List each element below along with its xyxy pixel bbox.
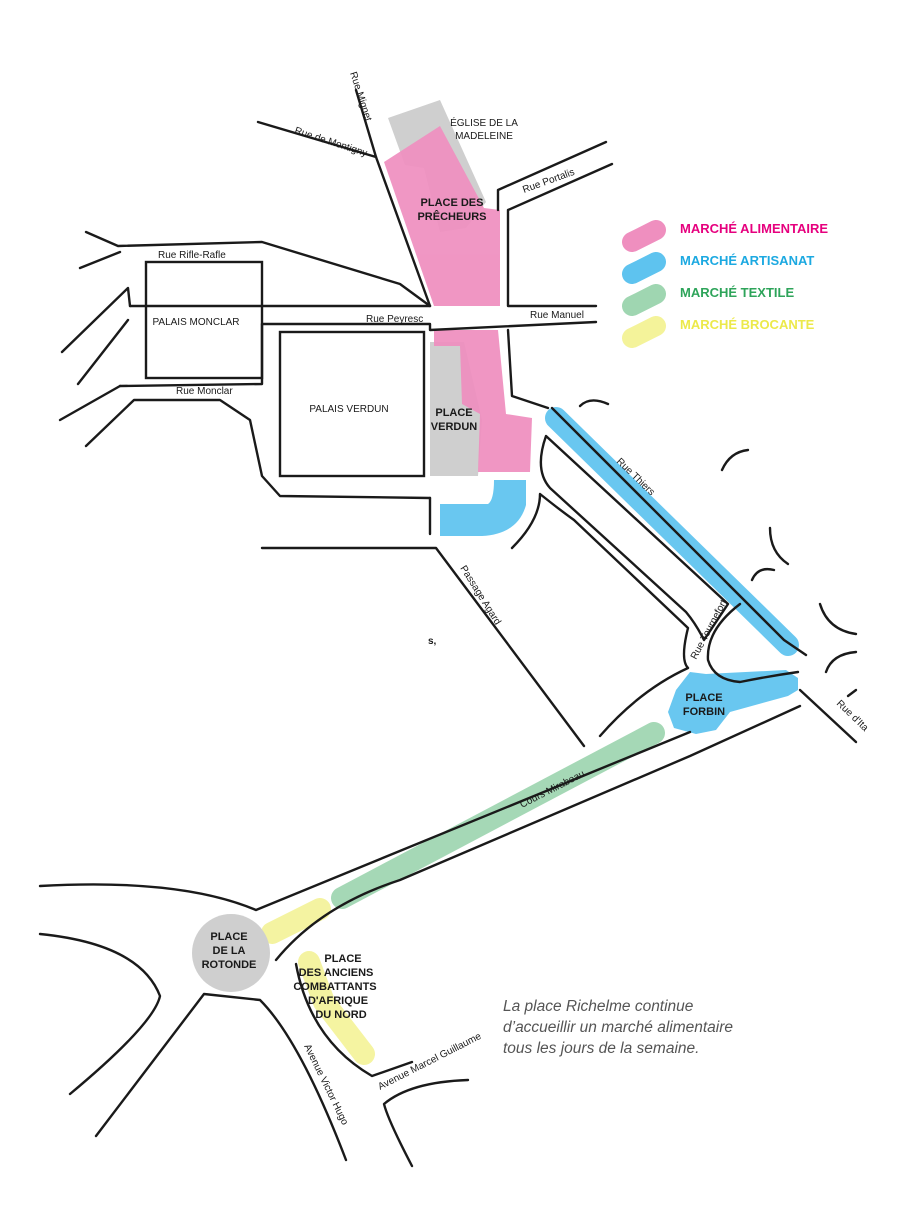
street-west-diag-2 <box>76 318 130 386</box>
note-line-2: d’accueillir un marché alimentaire <box>503 1019 734 1036</box>
zone-artisanat-rue-thiers <box>545 407 799 656</box>
street-central-block <box>510 492 690 738</box>
label-place-rotonde-1: PLACE <box>210 931 247 943</box>
zone-alimentaire-precheurs <box>384 126 500 306</box>
legend-swatch-artisanat <box>622 252 666 284</box>
street-thiers-curl-3 <box>768 526 790 566</box>
label-rue-italie: Rue d'Ita <box>834 698 871 734</box>
street-thiers-curl-4 <box>750 567 776 582</box>
street-west-diag-1 <box>60 286 132 354</box>
label-rue-manuel: Rue Manuel <box>530 310 584 321</box>
zone-brocante-anciens-combattants <box>298 951 375 1065</box>
street-east-curl-3 <box>846 688 858 698</box>
street-peyresc-south <box>260 320 598 332</box>
street-verdun-east <box>506 328 550 410</box>
label-rue-rifle-rafle: Rue Rifle-Rafle <box>158 250 226 261</box>
market-zones <box>261 126 799 1065</box>
stray-mark: s, <box>428 636 437 647</box>
label-place-precheurs-2: PRÊCHEURS <box>417 210 486 223</box>
legend-swatch-brocante <box>622 316 666 348</box>
label-place-anciens-3: COMBATTANTS <box>293 981 376 993</box>
legend-item-alimentaire: MARCHÉ ALIMENTAIRE <box>622 220 828 252</box>
street-italie <box>798 688 858 744</box>
label-place-verdun-1: PLACE <box>435 407 472 419</box>
legend: MARCHÉ ALIMENTAIRE MARCHÉ ARTISANAT MARC… <box>622 220 828 348</box>
street-thiers-curl-2 <box>720 448 750 472</box>
rotonde-circle <box>192 914 270 992</box>
zone-alimentaire-verdun <box>434 330 532 472</box>
street-rotonde-west <box>38 932 162 1096</box>
street-marcel-guillaume <box>382 1078 470 1168</box>
label-rue-mignet: Rue Mignet <box>347 71 373 123</box>
street-monclar-south <box>84 398 432 500</box>
zone-artisanat-place <box>440 480 526 536</box>
legend-label-alimentaire: MARCHÉ ALIMENTAIRE <box>680 221 828 236</box>
street-monclar-north <box>118 322 264 388</box>
street-east-curl-1 <box>818 602 858 636</box>
label-place-precheurs-1: PLACE DES <box>421 197 484 209</box>
legend-label-brocante: MARCHÉ BROCANTE <box>680 317 815 332</box>
label-rue-peyresc: Rue Peyresc <box>366 314 423 325</box>
label-passage-agard: Passage Agard <box>457 564 502 627</box>
palais-verdun-building <box>278 330 426 478</box>
street-west-upper <box>78 250 122 270</box>
street-monclar-west <box>58 384 122 422</box>
street-block-west-edge <box>374 155 432 308</box>
zone-textile-cours-mirabeau <box>331 722 665 909</box>
richelme-note: La place Richelme continue d’accueillir … <box>503 996 803 1059</box>
place-labels: PLACE DES PRÊCHEURS PLACE VERDUN PLACE F… <box>202 197 726 1021</box>
label-place-anciens-1: PLACE <box>324 953 361 965</box>
label-place-rotonde-3: ROTONDE <box>202 959 257 971</box>
street-thiers-west <box>550 406 808 657</box>
note-line-1: La place Richelme continue <box>503 998 694 1015</box>
label-rue-monclar: Rue Monclar <box>176 386 233 397</box>
label-rue-montigny: Rue de Montigny <box>293 125 368 159</box>
zone-artisanat-forbin <box>668 670 798 734</box>
legend-swatch-textile <box>622 284 666 316</box>
label-place-forbin-1: PLACE <box>685 692 722 704</box>
label-eglise-line2: MADELEINE <box>455 131 513 142</box>
street-rifle-rafle <box>84 230 432 308</box>
streets-network <box>38 88 858 1168</box>
label-place-verdun-2: VERDUN <box>431 421 478 433</box>
zone-brocante-rotonde <box>261 898 331 944</box>
label-place-anciens-4: D'AFRIQUE <box>308 995 368 1007</box>
legend-label-textile: MARCHÉ TEXTILE <box>680 285 794 300</box>
label-palais-monclar: PALAIS MONCLAR <box>152 317 239 328</box>
street-victor-hugo-west <box>94 992 348 1162</box>
street-victor-hugo-east <box>294 962 414 1078</box>
landmark-labels: ÉGLISE DE LA MADELEINE PALAIS MONCLAR PA… <box>152 116 518 647</box>
legend-item-textile: MARCHÉ TEXTILE <box>622 284 794 316</box>
note-line-3: tous les jours de la semaine. <box>503 1040 700 1057</box>
street-thiers-triangle <box>539 434 730 642</box>
legend-label-artisanat: MARCHÉ ARTISANAT <box>680 253 814 268</box>
street-passage-agard <box>260 546 586 748</box>
legend-item-brocante: MARCHÉ BROCANTE <box>622 316 815 348</box>
label-place-forbin-2: FORBIN <box>683 706 725 718</box>
palais-monclar-building <box>144 260 264 380</box>
street-portalis <box>496 140 608 212</box>
label-eglise-line1: ÉGLISE DE LA <box>450 116 518 129</box>
label-place-anciens-5: DU NORD <box>315 1009 366 1021</box>
legend-swatch-alimentaire <box>622 220 666 252</box>
legend-item-artisanat: MARCHÉ ARTISANAT <box>622 252 814 284</box>
street-portalis-lower <box>506 162 614 308</box>
street-cours-mirabeau-north <box>38 730 692 912</box>
label-palais-verdun: PALAIS VERDUN <box>309 404 388 415</box>
street-thiers-curl-1 <box>578 399 610 408</box>
street-cours-mirabeau-south <box>274 704 802 962</box>
label-place-anciens-2: DES ANCIENS <box>299 967 374 979</box>
street-tournefort <box>706 602 800 684</box>
street-east-curl-2 <box>824 650 858 674</box>
label-place-rotonde-2: DE LA <box>213 945 246 957</box>
